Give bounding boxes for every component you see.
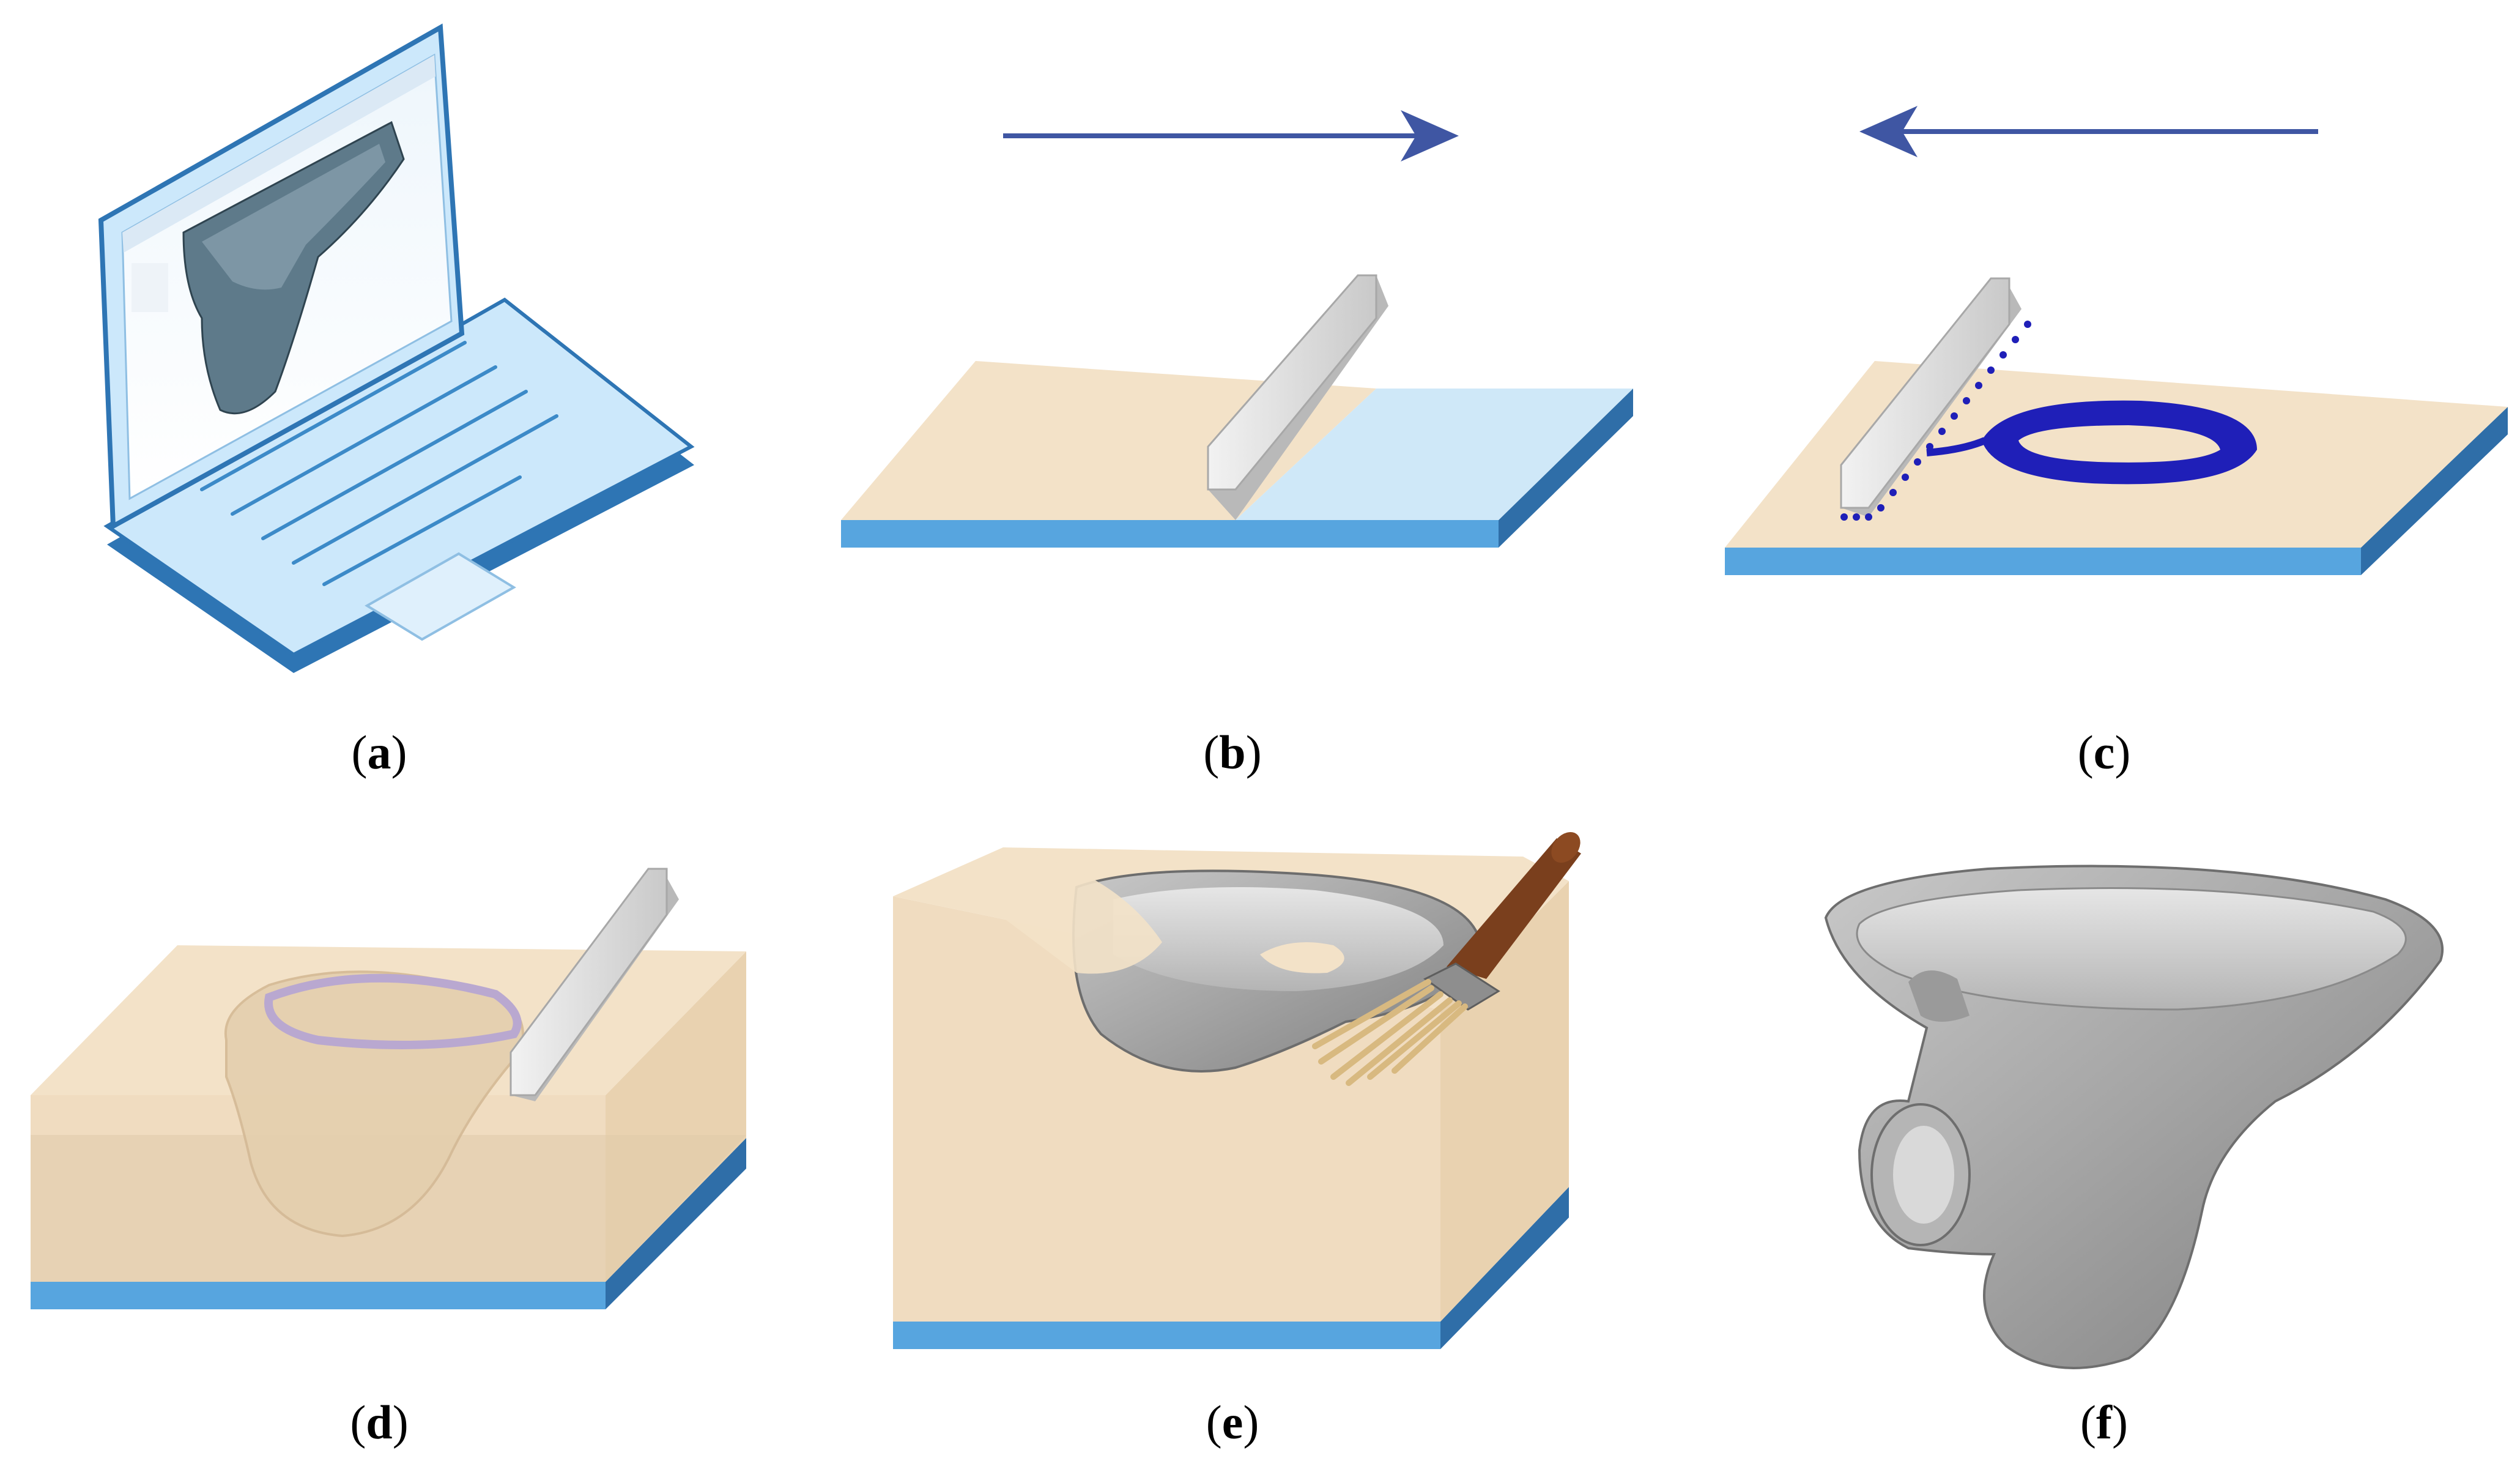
label-f: f — [2096, 1396, 2112, 1449]
d-part-rim — [264, 973, 522, 1049]
brush-handle — [1447, 838, 1581, 979]
panel-e-depowdering — [893, 831, 1581, 1349]
cad-toolbar — [122, 55, 435, 253]
label-a: a — [367, 726, 391, 779]
label-e: e — [1221, 1396, 1243, 1449]
brush-ferrule — [1423, 962, 1500, 1011]
f-rim-notch — [1908, 970, 1970, 1022]
keyboard — [200, 341, 558, 586]
cad-model-highlight — [202, 144, 385, 290]
recoated-layer — [1236, 389, 1633, 520]
recoater-blade-front — [1207, 274, 1377, 491]
panel-d-built-part — [31, 868, 746, 1309]
label-d: d — [366, 1396, 393, 1449]
panel-f-final-part — [1824, 865, 2444, 1369]
panel-b-recoating — [841, 110, 1633, 548]
brush-handle-tip — [1551, 831, 1581, 863]
d-plate-front — [31, 1282, 606, 1309]
binder-pattern-ring — [1982, 400, 2257, 485]
c-build-plate-front — [1725, 548, 2361, 575]
f-side-pipe-inner — [1893, 1126, 1954, 1224]
panel-c-binder-jetting — [1725, 106, 2508, 575]
brush-bristles — [1312, 979, 1468, 1086]
label-c: c — [2093, 726, 2115, 779]
build-plate-front — [841, 520, 1499, 548]
d-plate-side — [606, 1138, 746, 1309]
e-powder-slope — [1003, 847, 1162, 974]
binder-pattern-stem — [1926, 437, 1987, 456]
caption-e: (e) — [1206, 1396, 1259, 1449]
label-b: b — [1219, 726, 1246, 779]
caption-f: (f) — [2080, 1396, 2128, 1449]
cad-browser-panel — [132, 263, 168, 312]
caption-b: (b) — [1203, 726, 1262, 779]
caption-c: (c) — [2077, 726, 2131, 779]
caption-a: (a) — [351, 726, 407, 779]
arrow-left-head — [1859, 106, 1918, 157]
e-powder-clump — [1260, 942, 1344, 973]
panel-a-laptop — [98, 23, 695, 673]
d-blade-front — [510, 868, 668, 1096]
caption-d: (d) — [350, 1396, 409, 1449]
trackpad — [365, 552, 516, 641]
arrow-right-head — [1401, 110, 1459, 162]
e-part-inner — [1113, 887, 1443, 991]
e-plate-front — [893, 1322, 1440, 1349]
e-plate-side — [1440, 1187, 1569, 1349]
binder-droplets — [1840, 321, 2031, 521]
printhead-front — [1840, 277, 2010, 509]
